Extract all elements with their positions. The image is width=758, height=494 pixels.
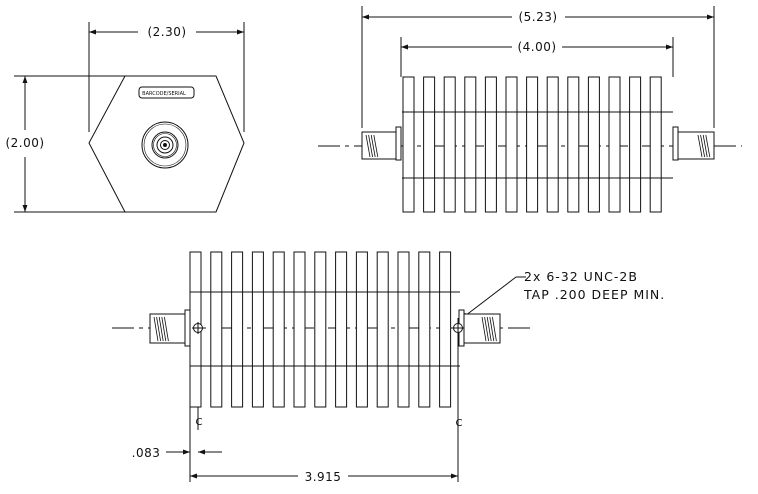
bottom-fin — [272, 251, 285, 408]
bottom-fin — [231, 251, 244, 408]
side-fin — [567, 76, 580, 213]
side-fin — [402, 76, 415, 213]
bottom-fin — [397, 251, 410, 408]
body-length-dim: (4.00) — [517, 40, 556, 54]
barcode-label-box — [138, 86, 195, 99]
side-fin — [608, 76, 621, 213]
thread-hatch — [158, 316, 164, 342]
bottom-fin — [376, 251, 389, 408]
thread-hatch — [370, 134, 376, 158]
thread-hatch — [489, 316, 495, 342]
thread-hatch — [484, 316, 489, 342]
thread-hatch — [156, 316, 161, 342]
tap-note-line1: 2x 6-32 UNC-2B — [524, 269, 638, 284]
side-fin — [443, 76, 456, 213]
left-connector — [361, 131, 397, 160]
right-connector — [677, 131, 715, 160]
bottom-left-connector — [149, 313, 186, 344]
thread-hatch — [486, 316, 492, 342]
end-view — [14, 22, 245, 213]
thread-hatch — [161, 316, 167, 342]
end-width-dim: (2.30) — [147, 25, 186, 39]
end-height-dim: (2.00) — [5, 136, 44, 150]
hex-body — [88, 75, 245, 213]
bottom-connectors — [149, 309, 501, 347]
thread-hatch — [481, 316, 487, 342]
side-threads — [365, 134, 711, 158]
side-fin — [546, 76, 559, 213]
thread-hatch — [373, 134, 379, 158]
thread-hatch — [164, 316, 169, 342]
thread-hatch — [697, 134, 703, 158]
connector-outer — [141, 121, 189, 169]
thread-hatch — [368, 134, 373, 158]
tap-note-line2: TAP .200 DEEP MIN. — [523, 287, 665, 302]
thread-hatch — [700, 134, 705, 158]
side-fin — [505, 76, 518, 213]
side-fin — [423, 76, 436, 213]
tapped-hole-right — [452, 322, 464, 334]
side-fins — [402, 76, 673, 213]
bottom-fin — [355, 251, 368, 408]
bottom-fin — [210, 251, 223, 408]
bottom-fin — [293, 251, 306, 408]
barcode-serial-label: BARCODE/SERIAL — [142, 91, 186, 97]
side-view — [318, 6, 742, 147]
thread-hatch — [492, 316, 497, 342]
side-fin — [464, 76, 477, 213]
centerline-symbol-right: C — [456, 418, 463, 429]
centerline-symbol-left: C — [196, 417, 203, 428]
side-fin — [587, 76, 600, 213]
tapped-hole-left — [192, 322, 204, 334]
bottom-fin — [314, 251, 327, 408]
spacing-dim-text: 3.915 — [305, 470, 342, 484]
side-fin — [629, 76, 642, 213]
bottom-fin — [418, 251, 431, 408]
bottom-fin — [335, 251, 348, 408]
side-fin — [526, 76, 539, 213]
bottom-fin — [251, 251, 264, 408]
offset-dim-text: .083 — [132, 446, 161, 460]
overall-length-dim: (5.23) — [518, 10, 557, 24]
thread-hatch — [365, 134, 371, 158]
thread-hatch — [705, 134, 711, 158]
bottom-threads — [153, 316, 497, 342]
bottom-fins — [189, 251, 460, 408]
side-fin — [649, 76, 662, 213]
thread-hatch — [153, 316, 159, 342]
thread-hatch — [702, 134, 708, 158]
side-fin — [484, 76, 497, 213]
tap-note-leader — [460, 276, 517, 320]
bottom-fin — [439, 251, 452, 408]
